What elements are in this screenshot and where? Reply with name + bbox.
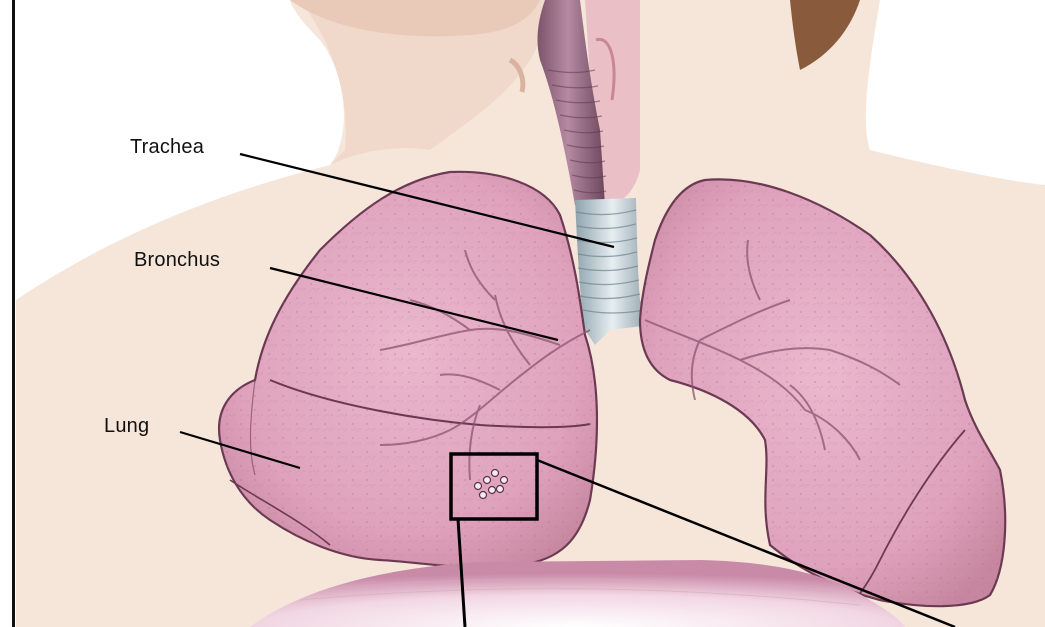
trachea-label: Trachea — [130, 136, 204, 159]
bronchus-label: Bronchus — [134, 249, 220, 272]
left-border — [12, 0, 15, 627]
lung-label: Lung — [104, 415, 149, 438]
